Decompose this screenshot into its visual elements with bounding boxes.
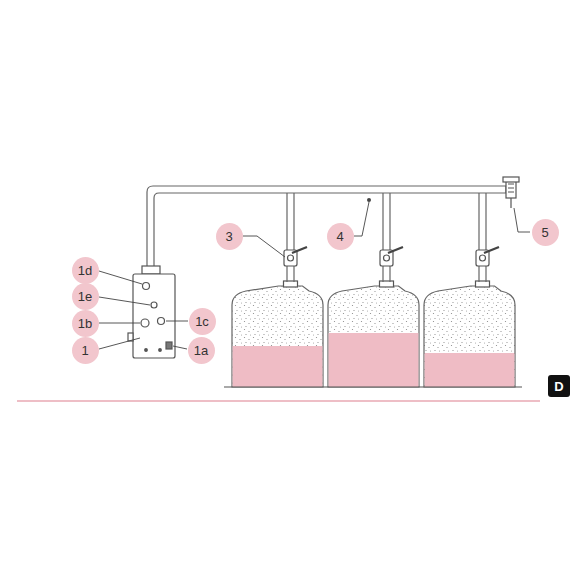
unit-fitting — [142, 266, 160, 274]
pipe — [147, 186, 506, 266]
tank-liquid — [329, 333, 419, 387]
callout-text: 1c — [195, 314, 209, 329]
control-unit — [128, 266, 175, 358]
pipe — [154, 193, 506, 266]
leader-line — [99, 338, 140, 349]
tank — [424, 286, 515, 387]
tank-liquid — [233, 346, 323, 387]
ground-line — [224, 386, 522, 387]
device-5 — [503, 177, 519, 208]
port-1b — [141, 319, 149, 327]
screw — [159, 349, 162, 352]
tank-neck — [284, 281, 298, 287]
callout-number: 3 — [216, 223, 243, 250]
callout-number: 1 — [72, 337, 99, 364]
rule-line — [17, 400, 540, 402]
unit-housing — [133, 274, 175, 358]
valves — [284, 247, 499, 266]
valve-handle — [388, 247, 403, 253]
callout-number: 1b — [72, 310, 99, 337]
tank — [232, 286, 323, 387]
leader-line — [99, 297, 150, 305]
valve-handle — [292, 247, 307, 253]
valve-ball — [288, 255, 294, 261]
callout-text: 3 — [225, 229, 232, 244]
port-1d — [143, 283, 150, 290]
valve-ball — [384, 255, 390, 261]
leader-line — [354, 202, 369, 236]
leader-line — [99, 323, 140, 324]
figure-tag: D — [548, 375, 570, 397]
tanks — [232, 281, 515, 387]
leader-line — [243, 236, 285, 257]
pipework — [147, 186, 506, 282]
callout-text: 4 — [336, 229, 343, 244]
device-cap — [503, 177, 519, 182]
device-stem — [510, 198, 511, 208]
tank — [328, 286, 419, 387]
leader-line — [514, 208, 530, 232]
leader-line — [99, 271, 142, 284]
callout-text: D — [554, 379, 563, 394]
device-rings — [508, 184, 514, 192]
device-body — [506, 181, 516, 198]
port-1c — [158, 318, 165, 325]
callout-text: 1d — [78, 263, 92, 278]
leader-dot — [367, 198, 371, 202]
leader-line — [166, 321, 188, 322]
callout-number: 1a — [188, 337, 215, 364]
tank-liquid — [425, 353, 515, 387]
valve-handle — [484, 247, 499, 253]
screw — [145, 349, 148, 352]
callout-number: 1e — [72, 283, 99, 310]
valve-ball — [480, 255, 486, 261]
pipe-drop — [287, 266, 486, 282]
callout-number: 4 — [327, 223, 354, 250]
callout-text: 5 — [541, 225, 548, 240]
callout-text: 1e — [78, 289, 92, 304]
callout-number: 1d — [72, 257, 99, 284]
callout-number: 5 — [532, 219, 559, 246]
port-1a — [166, 342, 172, 349]
tank-neck — [380, 281, 394, 287]
callout-number: 1c — [189, 308, 216, 335]
callout-text: 1a — [194, 343, 208, 358]
callout-text: 1 — [81, 343, 88, 358]
leaders — [99, 202, 530, 349]
leader-line — [173, 346, 187, 349]
pipe-drop — [287, 193, 486, 250]
tank-neck — [476, 281, 490, 287]
callout-text: 1b — [78, 316, 92, 331]
port-1e — [151, 302, 157, 308]
